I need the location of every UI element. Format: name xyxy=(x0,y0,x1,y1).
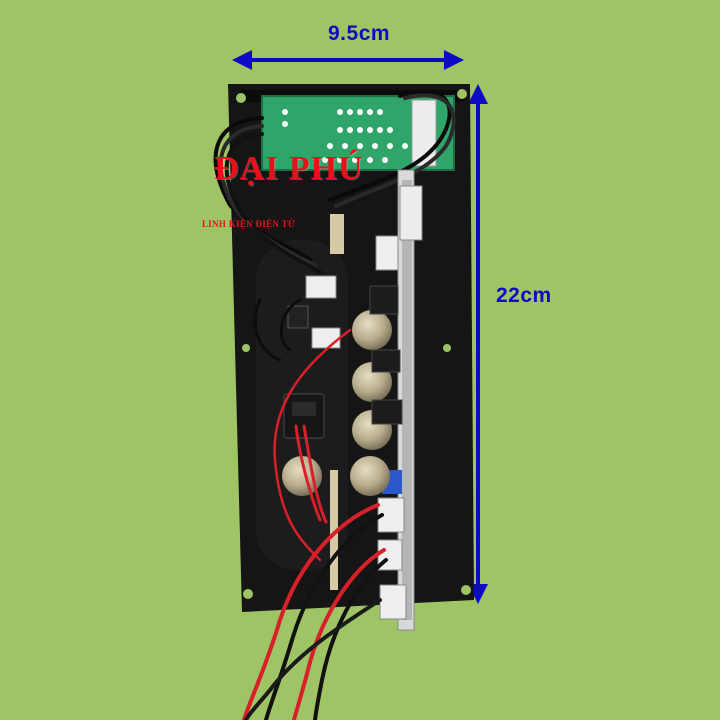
connectors xyxy=(283,214,344,590)
ribbon-wires xyxy=(213,89,456,274)
capacitors xyxy=(282,285,403,496)
width-dimension-label: 9.5cm xyxy=(328,22,391,45)
output-wires xyxy=(242,298,388,720)
height-dimension-label: 22cm xyxy=(496,284,552,307)
watermark-tagline: LINH KIỆN ĐIỆN TỬ xyxy=(202,219,296,229)
watermark-brand: ĐẠI PHÚ xyxy=(214,150,364,187)
